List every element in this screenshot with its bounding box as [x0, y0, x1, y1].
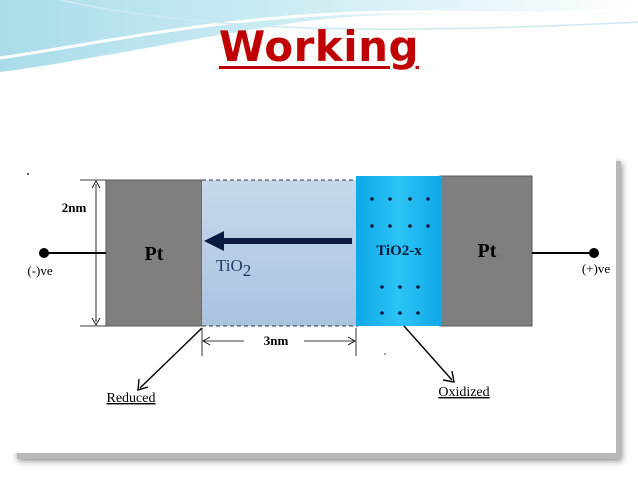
width-arrow-left [202, 336, 211, 346]
negative-terminal-label: (-)ve [27, 263, 52, 278]
width-label: 3nm [264, 333, 289, 348]
vacancy-dot [416, 311, 420, 315]
oxidized-label: Oxidized [438, 385, 489, 400]
vacancy-dot [408, 224, 412, 228]
thickness-arrow-top [91, 180, 101, 189]
header-wave-shape [0, 0, 638, 72]
tio2-region [202, 180, 358, 326]
tio2-label-main: TiO [216, 256, 243, 275]
vacancy-dot [388, 224, 392, 228]
left-terminal [39, 248, 49, 258]
stray-dot [27, 173, 29, 175]
header-wave-line-2 [59, 0, 638, 30]
vacancy-dot [398, 285, 402, 289]
tio2x-label: TiO2-x [376, 243, 422, 259]
vacancy-dot [380, 311, 384, 315]
vacancy-dot [370, 197, 374, 201]
header-wave-line [0, 4, 638, 60]
oxidized-pointer-head [442, 370, 455, 383]
stray-dot [384, 353, 386, 355]
right-pt-electrode [439, 175, 533, 327]
thickness-arrow-bottom [91, 317, 101, 326]
tio2x-region [356, 176, 442, 326]
tio2-label: TiO2 [216, 256, 251, 280]
vacancy-dot [416, 285, 420, 289]
drift-arrow-head [204, 231, 224, 251]
right-pt-label: Pt [478, 240, 497, 262]
right-terminal [589, 248, 599, 258]
thickness-label: 2nm [62, 200, 87, 215]
tio2-label-sub: 2 [243, 261, 252, 280]
left-pt-electrode [105, 179, 203, 327]
positive-terminal-label: (+)ve [582, 261, 610, 276]
vacancy-dot [380, 285, 384, 289]
oxidized-pointer [403, 325, 453, 381]
left-pt-label: Pt [145, 243, 164, 265]
vacancy-dot [408, 197, 412, 201]
vacancy-dot [370, 224, 374, 228]
vacancy-dot [426, 224, 430, 228]
width-arrow-right [347, 336, 356, 346]
reduced-pointer [139, 327, 203, 389]
reduced-pointer-head [137, 378, 149, 391]
vacancy-dots [370, 197, 430, 315]
vacancy-dot [388, 197, 392, 201]
vacancy-dot [398, 311, 402, 315]
slide-title: Working [218, 22, 420, 71]
reduced-label: Reduced [107, 391, 156, 406]
vacancy-dot [426, 197, 430, 201]
